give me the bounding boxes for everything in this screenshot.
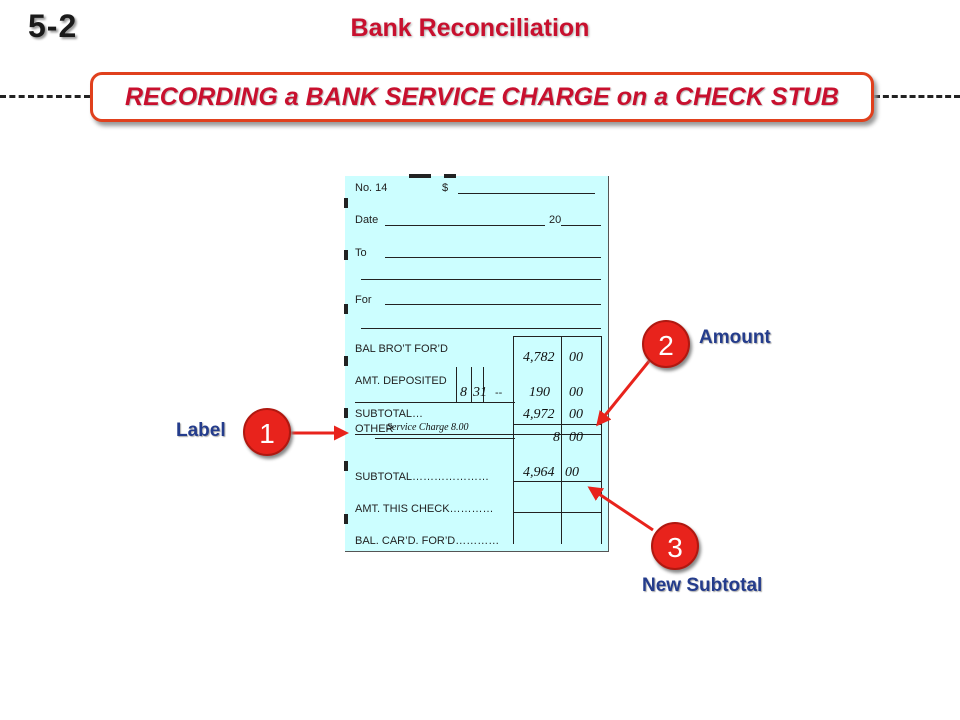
- for-line-2: [361, 328, 601, 329]
- callout-1-label: Label: [176, 420, 226, 441]
- to-line-2: [361, 279, 601, 280]
- new-subtotal-cents: 00: [565, 465, 579, 480]
- stub-top-mark: [444, 174, 456, 178]
- amount-rule: [513, 434, 601, 435]
- dollar-sign: $: [442, 182, 449, 194]
- callout-3-badge: 3: [651, 522, 699, 570]
- other-label: OTHER: [355, 423, 394, 435]
- date-label: Date: [355, 214, 379, 226]
- other-rule-2: [375, 438, 515, 439]
- other-rule: [355, 434, 515, 435]
- cents-column-rule: [561, 336, 562, 544]
- amount-top-rule: [513, 336, 601, 337]
- amt-this-check-label: AMT. THIS CHECK…………: [355, 503, 494, 515]
- deposit-date-rule: [456, 367, 457, 402]
- deposit-value: 190: [529, 385, 550, 400]
- other-value: 8: [553, 430, 560, 445]
- section-banner: RECORDING a BANK SERVICE CHARGE on a CHE…: [90, 72, 874, 122]
- to-label: To: [355, 247, 367, 259]
- deposit-day: 31: [473, 385, 487, 400]
- arrow-amount: [596, 359, 652, 427]
- amount-line: [458, 193, 595, 194]
- amount-column-left-rule: [513, 336, 514, 544]
- callout-2-label: Amount: [699, 327, 771, 348]
- slide-title: Bank Reconciliation: [350, 14, 590, 42]
- slide-number: 5-2: [28, 8, 78, 44]
- to-line: [385, 257, 601, 258]
- deposit-month: 8: [460, 385, 467, 400]
- bal-card-fwd-label: BAL. CAR’D. FOR’D…………: [355, 535, 500, 547]
- stub-edge-tick: [344, 250, 348, 260]
- bal-brot-fwd-value: 4,782: [523, 350, 555, 365]
- stub-edge-tick: [344, 514, 348, 524]
- new-subtotal-label: SUBTOTAL…………………: [355, 471, 490, 483]
- deposit-dash: --: [495, 387, 503, 399]
- stub-top-mark: [409, 174, 431, 178]
- amount-rule: [513, 481, 601, 482]
- dashed-divider-left: [0, 95, 90, 98]
- amount-rule: [513, 424, 601, 425]
- callout-2-badge: 2: [642, 320, 690, 368]
- check-number-label: No. 14: [355, 182, 388, 194]
- date-line: [385, 225, 545, 226]
- callout-3-label: New Subtotal: [642, 575, 763, 596]
- year-label: 20: [549, 214, 562, 226]
- banner-text: RECORDING a BANK SERVICE CHARGE on a CHE…: [125, 82, 839, 111]
- arrow-new-subtotal: [587, 486, 654, 532]
- callout-1-badge: 1: [243, 408, 291, 456]
- deposit-rule: [355, 402, 515, 403]
- stub-edge-tick: [344, 198, 348, 208]
- other-cents: 00: [569, 430, 583, 445]
- stub-edge-tick: [344, 356, 348, 366]
- stub-edge-tick: [344, 461, 348, 471]
- stub-edge-tick: [344, 304, 348, 314]
- subtotal-value: 4,972: [523, 407, 555, 422]
- bal-brot-fwd-cents: 00: [569, 350, 583, 365]
- amount-column-right-rule: [601, 336, 602, 544]
- year-line: [561, 225, 601, 226]
- amount-rule: [513, 512, 601, 513]
- deposit-date-rule: [483, 367, 484, 402]
- deposit-date-rule: [471, 367, 472, 402]
- amt-deposited-label: AMT. DEPOSITED: [355, 375, 447, 387]
- deposit-cents: 00: [569, 385, 583, 400]
- new-subtotal-value: 4,964: [523, 465, 555, 480]
- bal-brot-fwd-label: BAL BRO’T FOR’D: [355, 343, 448, 355]
- for-line: [385, 304, 601, 305]
- subtotal-cents: 00: [569, 407, 583, 422]
- stub-edge-tick: [344, 408, 348, 418]
- for-label: For: [355, 294, 372, 306]
- other-note: Service Charge 8.00: [387, 422, 469, 433]
- dashed-divider-right: [874, 95, 960, 98]
- check-stub: No. 14 $ Date 20 To For BAL BRO’T FOR’D …: [344, 174, 609, 552]
- subtotal-label: SUBTOTAL…: [355, 408, 424, 420]
